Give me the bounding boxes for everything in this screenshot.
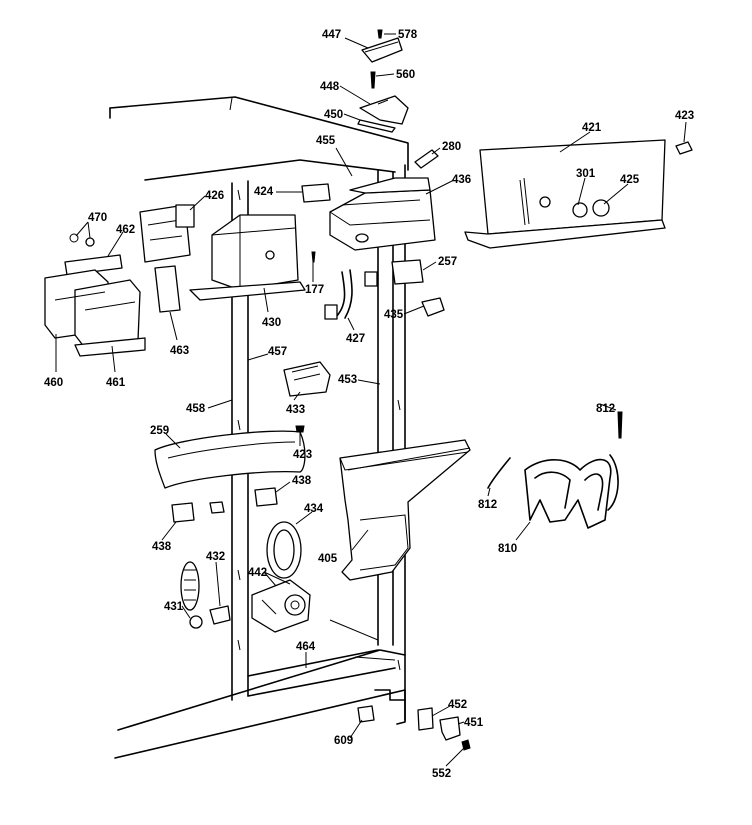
label-425: 425 (620, 174, 640, 186)
label-257: 257 (438, 256, 457, 268)
label-470: 470 (88, 212, 107, 224)
part-609-bumper (357, 705, 375, 723)
label-464: 464 (296, 641, 316, 653)
label-609: 609 (334, 735, 353, 747)
control-hardware-top (357, 29, 409, 133)
part-labels: 578 447 560 448 450 280 455 421 423 301 … (44, 29, 694, 780)
part-423-small-screw (295, 425, 305, 433)
label-450: 450 (324, 109, 343, 121)
label-560: 560 (396, 69, 415, 81)
part-433-fan-motor (283, 361, 331, 397)
label-421: 421 (582, 122, 602, 134)
label-447: 447 (322, 29, 341, 41)
label-427: 427 (346, 333, 365, 345)
part-451-hinge (439, 716, 461, 741)
part-438-plug (209, 501, 225, 514)
part-435-clip (421, 297, 445, 317)
label-426: 426 (205, 190, 224, 202)
label-177: 177 (305, 284, 324, 296)
part-812-screw (617, 411, 623, 439)
label-259: 259 (150, 425, 169, 437)
label-438-right: 438 (292, 475, 312, 487)
label-578: 578 (398, 29, 418, 41)
part-257-relay (391, 259, 424, 285)
part-405-evaporator-cover (339, 439, 471, 581)
label-435: 435 (384, 309, 404, 321)
label-451: 451 (464, 717, 484, 729)
leader-lines (55, 33, 687, 767)
label-433: 433 (286, 404, 305, 416)
label-430: 430 (262, 317, 281, 329)
label-552: 552 (432, 768, 451, 780)
part-432-bushing (209, 605, 231, 625)
part-810-defrost-heater (524, 454, 619, 529)
part-431-spring (180, 561, 203, 629)
part-424-switch (301, 183, 331, 203)
label-461: 461 (106, 377, 126, 389)
part-423-bulb (675, 141, 693, 155)
label-423-mid: 423 (293, 449, 312, 461)
label-438-left: 438 (152, 541, 172, 553)
label-280: 280 (442, 141, 461, 153)
label-452: 452 (448, 699, 467, 711)
label-442: 442 (248, 567, 267, 579)
label-462: 462 (116, 224, 135, 236)
part-434-gasket (266, 521, 302, 579)
part-552-screw (461, 739, 471, 751)
label-460: 460 (44, 377, 63, 389)
part-438-connector-b (171, 502, 195, 523)
part-460-461-462-housing (44, 233, 146, 357)
part-430-air-duct (189, 214, 306, 301)
part-463-bracket (154, 265, 181, 313)
label-463: 463 (170, 345, 189, 357)
part-426-bracket (139, 204, 195, 263)
label-424: 424 (254, 186, 274, 198)
label-457: 457 (268, 346, 287, 358)
label-405: 405 (318, 553, 338, 565)
part-436-control-housing (329, 177, 436, 251)
label-812-right: 812 (596, 403, 615, 415)
label-434: 434 (304, 503, 324, 515)
part-280-capacitor (414, 149, 439, 169)
label-301: 301 (576, 168, 596, 180)
label-423-top: 423 (675, 110, 694, 122)
label-810: 810 (498, 543, 517, 555)
label-448: 448 (320, 81, 340, 93)
part-442-damper-motor (251, 579, 311, 633)
part-427-wire-harness (324, 269, 378, 320)
part-259-fan-cover (154, 430, 306, 489)
label-812-left: 812 (478, 499, 497, 511)
label-431: 431 (164, 601, 184, 613)
label-458: 458 (186, 403, 206, 415)
label-432: 432 (206, 551, 225, 563)
label-453: 453 (338, 374, 357, 386)
part-812-sensor-wire (487, 457, 511, 489)
label-436: 436 (452, 174, 471, 186)
label-455: 455 (316, 135, 336, 147)
part-452-plate (417, 707, 434, 731)
part-177-screw (311, 251, 316, 263)
part-438-connector-a (254, 487, 278, 507)
part-421-light-shield (464, 139, 666, 249)
